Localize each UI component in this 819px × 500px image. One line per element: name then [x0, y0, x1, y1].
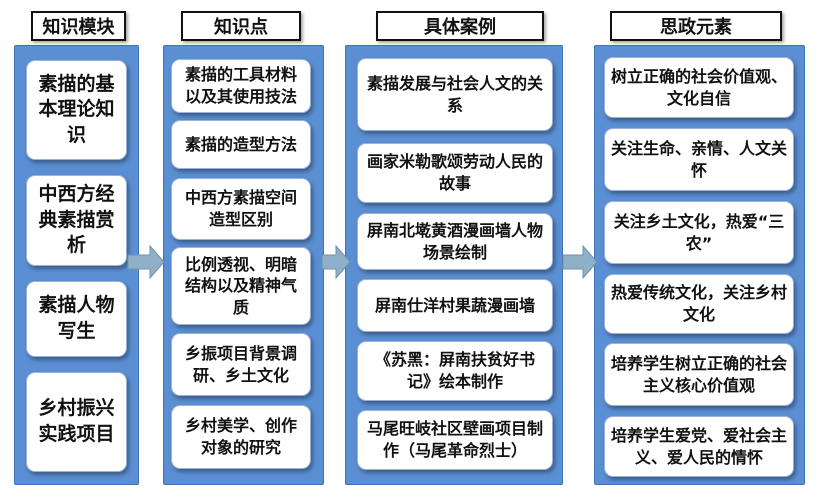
point-box: 乡振项目背景调研、乡土文化 [171, 333, 311, 396]
module-box: 中西方经典素描赏析 [26, 175, 127, 266]
header-cases: 具体案例 [376, 11, 544, 41]
module-box: 素描人物写生 [26, 281, 127, 357]
case-box: 素描发展与社会人文的关系 [357, 58, 553, 131]
point-box: 素描的造型方法 [171, 120, 311, 169]
ideology-box: 培养学生爱党、爱社会主义、爱人民的情怀 [604, 416, 794, 477]
ideology-box: 树立正确的社会价值观、文化自信 [604, 57, 794, 118]
module-box: 素描的基本理论知识 [26, 60, 127, 160]
header-points: 知识点 [181, 11, 301, 41]
header-ideology: 思政元素 [610, 11, 782, 41]
case-box: 画家米勒歌颂劳动人民的故事 [357, 143, 553, 203]
point-box: 乡村美学、创作对象的研究 [171, 405, 311, 469]
case-box: 马尾旺岐社区壁画项目制作（马尾革命烈士） [357, 410, 553, 470]
ideology-box: 关注乡土文化，热爱“三农” [604, 201, 794, 264]
point-box: 比例透视、明暗结构以及精神气质 [171, 247, 311, 325]
point-box: 中西方素描空间造型区别 [171, 178, 311, 240]
ideology-box: 关注生命、亲情、人文关怀 [604, 128, 794, 191]
point-box: 素描的工具材料以及其使用技法 [171, 59, 311, 113]
case-box: 《苏黑：屏南扶贫好书记》绘本制作 [357, 341, 553, 401]
header-modules: 知识模块 [31, 11, 126, 41]
case-box: 屏南北墘黄酒漫画墙人物场景绘制 [357, 213, 553, 270]
ideology-panel [594, 45, 805, 485]
ideology-box: 热爱传统文化，关注乡村文化 [604, 274, 794, 334]
arrow-right-icon [321, 244, 351, 280]
case-box: 屏南仕洋村果蔬漫画墙 [357, 279, 553, 332]
arrow-right-icon [562, 244, 598, 280]
ideology-box: 培养学生树立正确的社会主义核心价值观 [604, 343, 794, 406]
arrow-right-icon [127, 244, 165, 280]
module-box: 乡村振兴实践项目 [26, 372, 127, 472]
